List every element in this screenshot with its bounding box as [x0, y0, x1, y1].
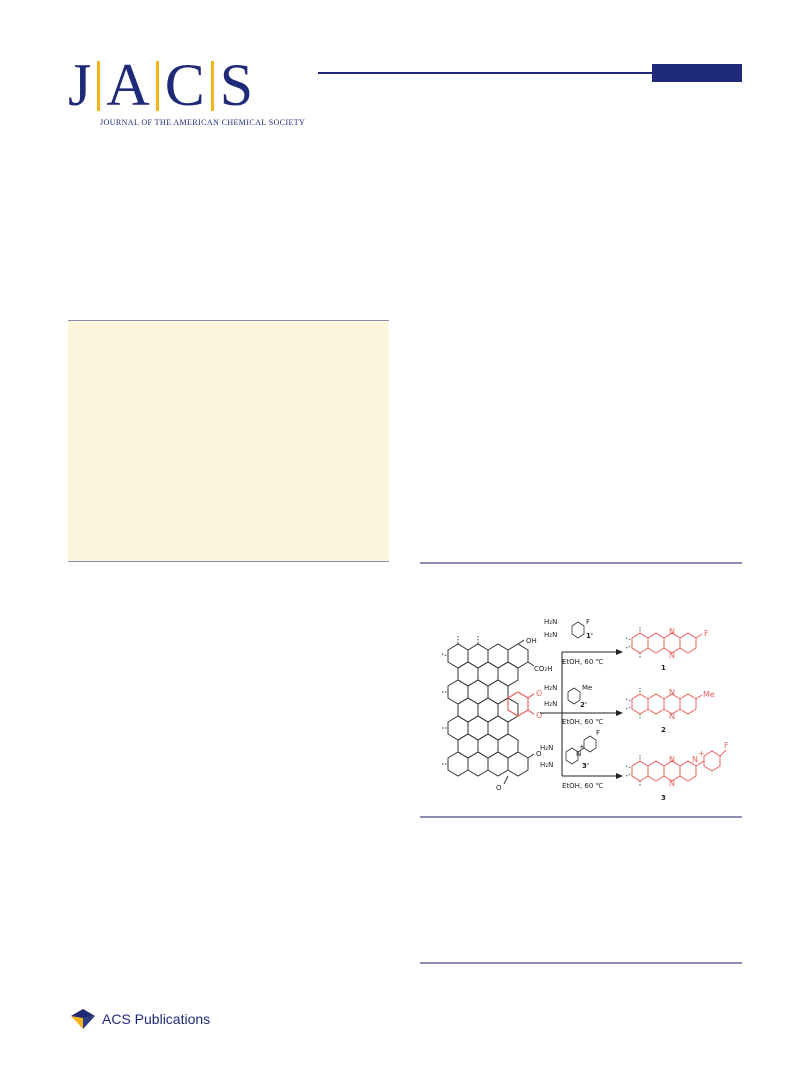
reagent-1-amine-bottom: H₂N [544, 631, 557, 639]
logo-divider [97, 61, 101, 111]
reaction-arrows [540, 649, 623, 779]
product-3-substituent: F [724, 741, 729, 750]
reagent-3-amine-top: H₂N [540, 744, 553, 752]
condition-3: EtOH, 60 ℃ [562, 782, 604, 790]
reagent-2-label: 2' [580, 701, 587, 709]
product-2-substituent: Me [703, 690, 715, 699]
reagent-2-amine-top: H₂N [544, 684, 557, 692]
reagent-1-label: 1' [586, 632, 593, 640]
logo-letter-c: C [164, 52, 205, 118]
start-oh-label: OH [526, 637, 537, 645]
logo-letter-a: A [106, 52, 150, 118]
product-3-n-bottom: N [669, 779, 675, 788]
reagent-1-amine-top: H₂N [544, 618, 557, 626]
product-1-n-top: N [669, 627, 675, 636]
reagent-1-substituent: F [586, 618, 590, 626]
quinone-o-top: O [536, 689, 542, 698]
reagent-3-label: 3' [582, 762, 589, 770]
product-1-structure [631, 632, 703, 654]
publisher-name: ACS Publications [102, 1011, 211, 1027]
acs-hexagon-icon [71, 1009, 95, 1029]
ortho-quinone-ring [507, 691, 535, 717]
header-accent-block [652, 64, 742, 82]
product-1-label: 1 [661, 664, 666, 672]
logo-divider [210, 61, 214, 111]
reagent-3 [565, 735, 597, 765]
reaction-scheme: OH CO₂H O O O O H₂N H₂N F 1' EtOH, 60 ℃ … [441, 618, 729, 802]
quinone-o-bottom: O [536, 711, 542, 720]
abstract-box [68, 320, 389, 562]
product-3-charge: + [698, 749, 705, 758]
logo-letter-s: S [219, 52, 254, 118]
reagent-3-substituent: F [596, 729, 600, 737]
scheme-top-rule [420, 562, 742, 564]
reagent-2-substituent: Me [582, 684, 592, 692]
reagent-3-ring-n: N [576, 750, 581, 758]
section-rule [420, 962, 742, 964]
product-3-ring-n: N [692, 755, 698, 764]
product-1-n-bottom: N [669, 651, 675, 660]
reagent-3-charge: + [579, 743, 585, 751]
carbonyl-o-right: O [536, 750, 542, 758]
logo-letter-j: J [68, 52, 92, 118]
reagent-2 [567, 687, 581, 705]
start-co2h-label: CO₂H [534, 665, 552, 673]
reagent-3-amine-bottom: H₂N [540, 761, 553, 769]
product-2-structure [631, 693, 703, 715]
product-3-n-top: N [669, 755, 675, 764]
product-2-label: 2 [661, 726, 666, 734]
product-2-n-top: N [669, 688, 675, 697]
reagent-2-amine-bottom: H₂N [544, 700, 557, 708]
carbonyl-o-bottom: O [496, 784, 502, 792]
condition-1: EtOH, 60 ℃ [562, 658, 604, 666]
starting-graphene-fragment [441, 636, 535, 785]
condition-2: EtOH, 60 ℃ [562, 718, 604, 726]
product-1-substituent: F [704, 629, 709, 638]
logo-divider [155, 61, 159, 111]
journal-name: JOURNAL OF THE AMERICAN CHEMICAL SOCIETY [100, 118, 306, 127]
journal-logo: J A C S [68, 55, 253, 125]
publisher-logo: ACS Publications [70, 1008, 210, 1030]
scheme-bottom-rule [420, 816, 742, 818]
header-rule [318, 72, 742, 74]
reagent-1 [571, 621, 585, 639]
product-3-structure [631, 749, 727, 782]
product-2-n-bottom: N [669, 712, 675, 721]
product-3-label: 3 [661, 794, 666, 802]
